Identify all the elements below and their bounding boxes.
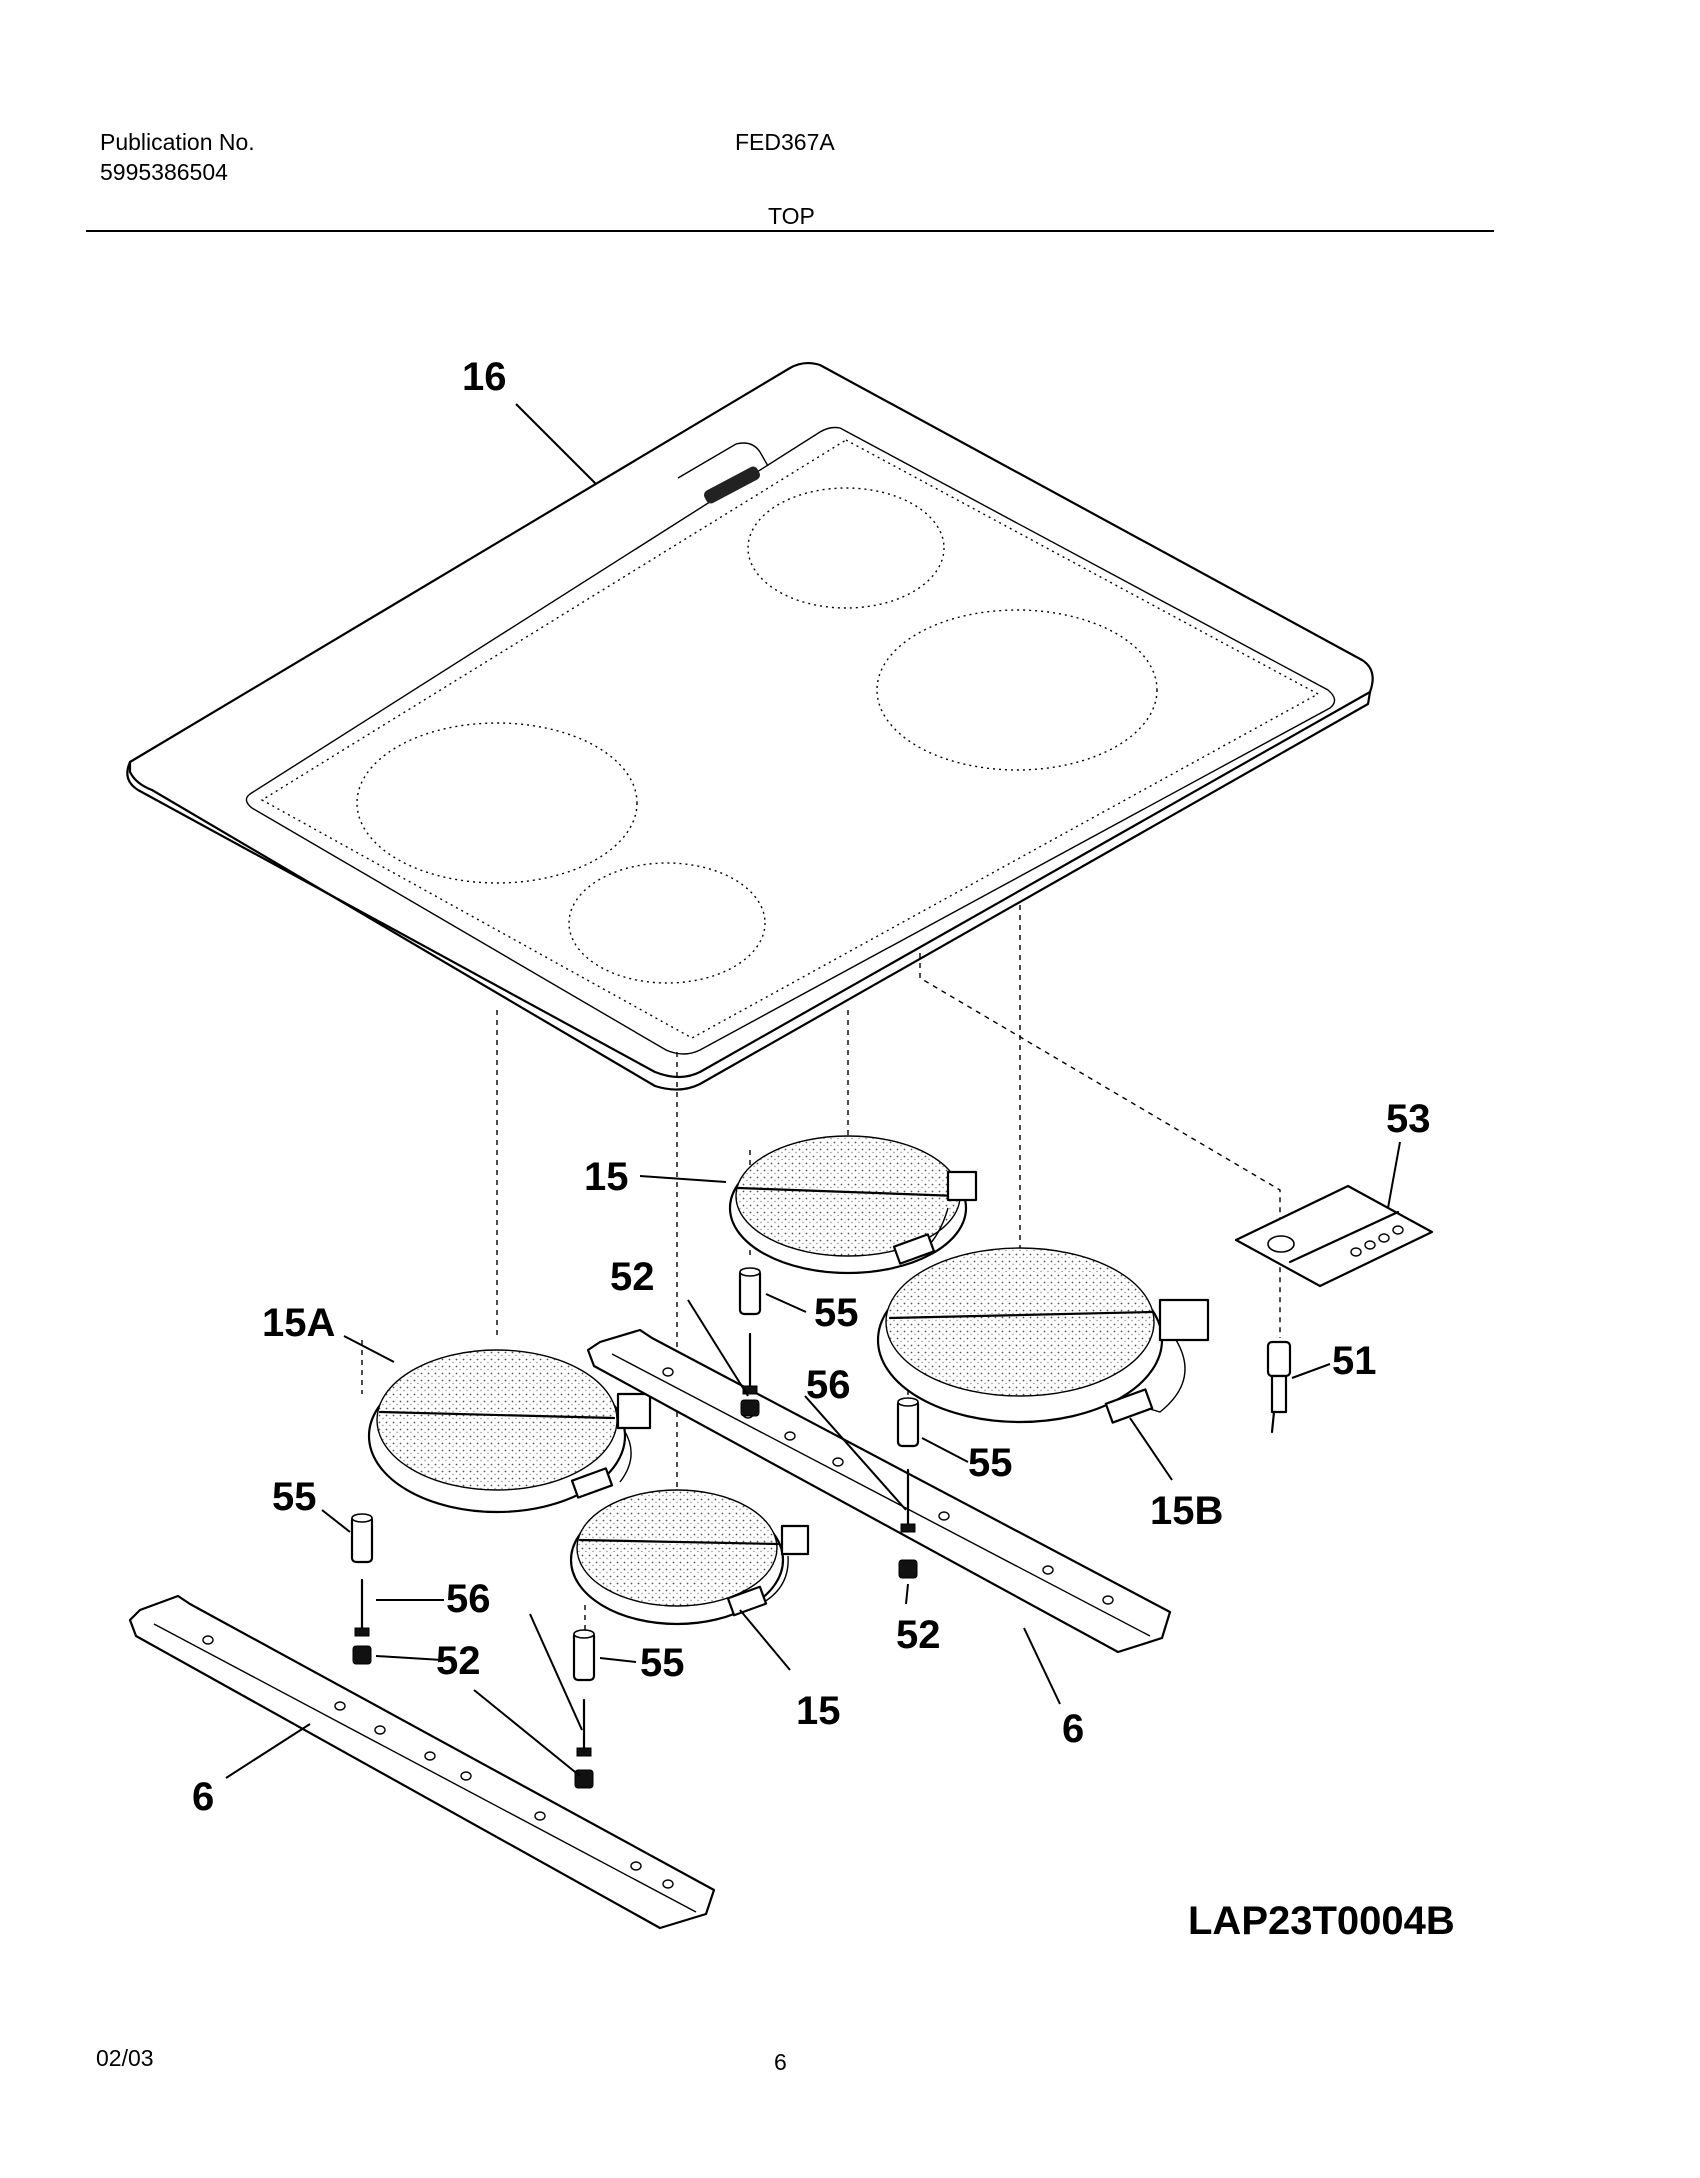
surface-element-15-bottom — [569, 1489, 810, 1626]
leader-lines — [225, 403, 1401, 1779]
screw-56-mid — [900, 1468, 916, 1533]
section-title: TOP — [768, 203, 815, 229]
callout-51: 51 — [1332, 1339, 1377, 1383]
alignment-lines — [361, 905, 1281, 1630]
callout-56-left: 56 — [446, 1577, 491, 1621]
callout-52-left: 52 — [436, 1639, 481, 1683]
screw-56-top — [742, 1332, 758, 1395]
support-bracket-6-right — [586, 1328, 1172, 1654]
surface-element-15B — [876, 1247, 1210, 1424]
callout-55-mid: 55 — [968, 1441, 1013, 1485]
publication-number: 5995386504 — [100, 159, 228, 185]
callout-55-top: 55 — [814, 1291, 859, 1335]
callout-55-left: 55 — [272, 1475, 317, 1519]
screw-56-low — [576, 1698, 592, 1757]
callout-6-left: 6 — [192, 1775, 214, 1819]
support-bracket-6-left — [128, 1594, 716, 1930]
callout-56-mid: 56 — [806, 1363, 851, 1407]
nut-52-mid — [898, 1559, 918, 1579]
callout-52-top: 52 — [610, 1255, 655, 1299]
callout-52-right: 52 — [896, 1613, 941, 1657]
spacer-55-low — [572, 1629, 596, 1682]
screw-56-left — [354, 1578, 370, 1637]
publication-label: Publication No. — [100, 129, 255, 155]
indicator-light-51 — [1266, 1340, 1292, 1434]
callout-15-top: 15 — [584, 1155, 629, 1199]
footer-page: 6 — [774, 2049, 787, 2075]
callouts: 16 53 15 52 55 15A 56 51 55 15B 55 56 52… — [192, 355, 1431, 1819]
footer-date: 02/03 — [96, 2045, 154, 2071]
vent-icon — [703, 466, 761, 504]
nut-52-top — [740, 1399, 760, 1417]
model-number: FED367A — [735, 129, 835, 155]
callout-16: 16 — [462, 355, 507, 399]
nut-52-low — [574, 1769, 594, 1789]
drawing-reference: LAP23T0004B — [1188, 1899, 1455, 1943]
spacer-55-mid — [896, 1397, 920, 1448]
surface-element-15-top — [728, 1135, 978, 1275]
header-rule — [86, 230, 1494, 232]
spacer-55-left — [350, 1513, 374, 1564]
nut-52-left — [352, 1645, 372, 1665]
callout-53: 53 — [1386, 1097, 1431, 1141]
callout-15B: 15B — [1150, 1489, 1223, 1533]
callout-6-right: 6 — [1062, 1707, 1084, 1751]
spacer-55-top — [738, 1267, 762, 1316]
callout-15-low: 15 — [796, 1689, 841, 1733]
surface-element-markings — [356, 487, 1158, 984]
bracket-53 — [1234, 1184, 1434, 1288]
cooktop-glass-top — [126, 361, 1374, 1091]
surface-element-15A — [367, 1349, 652, 1514]
callout-15A: 15A — [262, 1301, 335, 1345]
callout-55-low: 55 — [640, 1641, 685, 1685]
